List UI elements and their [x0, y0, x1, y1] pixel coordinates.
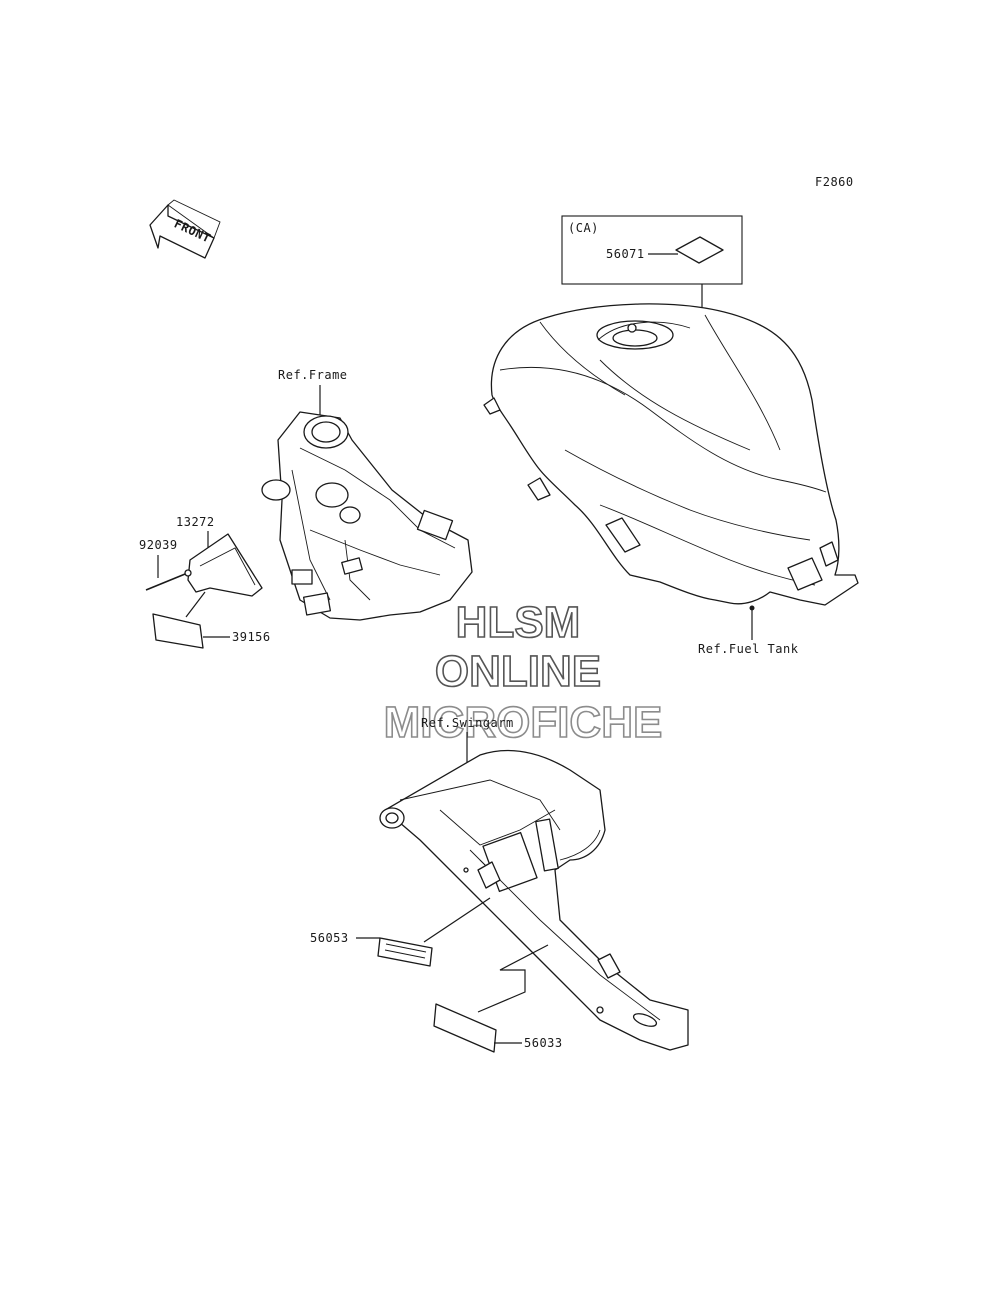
swingarm	[379, 749, 689, 1051]
part-39156-label: 39156	[232, 630, 271, 644]
part-13272-label: 13272	[176, 515, 215, 529]
part-56033-label: 56033	[524, 1036, 563, 1050]
label-56053-sticker	[377, 937, 433, 967]
diagram-code: F2860	[815, 175, 854, 189]
ref-swingarm-label: Ref.Swingarm	[421, 716, 514, 730]
part-56053-label: 56053	[310, 931, 349, 945]
watermark-line-3: MICROFICHE	[384, 698, 663, 747]
watermark: HLSM ONLINE MICROFICHE	[383, 597, 663, 748]
bracket-13272	[187, 533, 263, 597]
label-39156-sticker	[152, 613, 204, 649]
ref-fuel-tank-label: Ref.Fuel Tank	[698, 642, 799, 656]
ca-callout-box: (CA) 56071	[561, 215, 743, 372]
watermark-line-1: HLSM	[456, 598, 581, 647]
screw-92039	[145, 569, 192, 591]
frame	[261, 411, 473, 621]
watermark-line-2: ONLINE	[435, 647, 601, 696]
ref-frame-label: Ref.Frame	[278, 368, 348, 382]
label-56033-sticker	[433, 1003, 497, 1053]
part-92039-label: 92039	[139, 538, 178, 552]
ca-box-label: (CA)	[568, 221, 599, 235]
part-56071-label: 56071	[606, 247, 645, 261]
fuel-tank	[483, 303, 859, 640]
front-arrow-icon: FRONT	[149, 199, 221, 259]
label-56071-sticker	[675, 236, 724, 264]
